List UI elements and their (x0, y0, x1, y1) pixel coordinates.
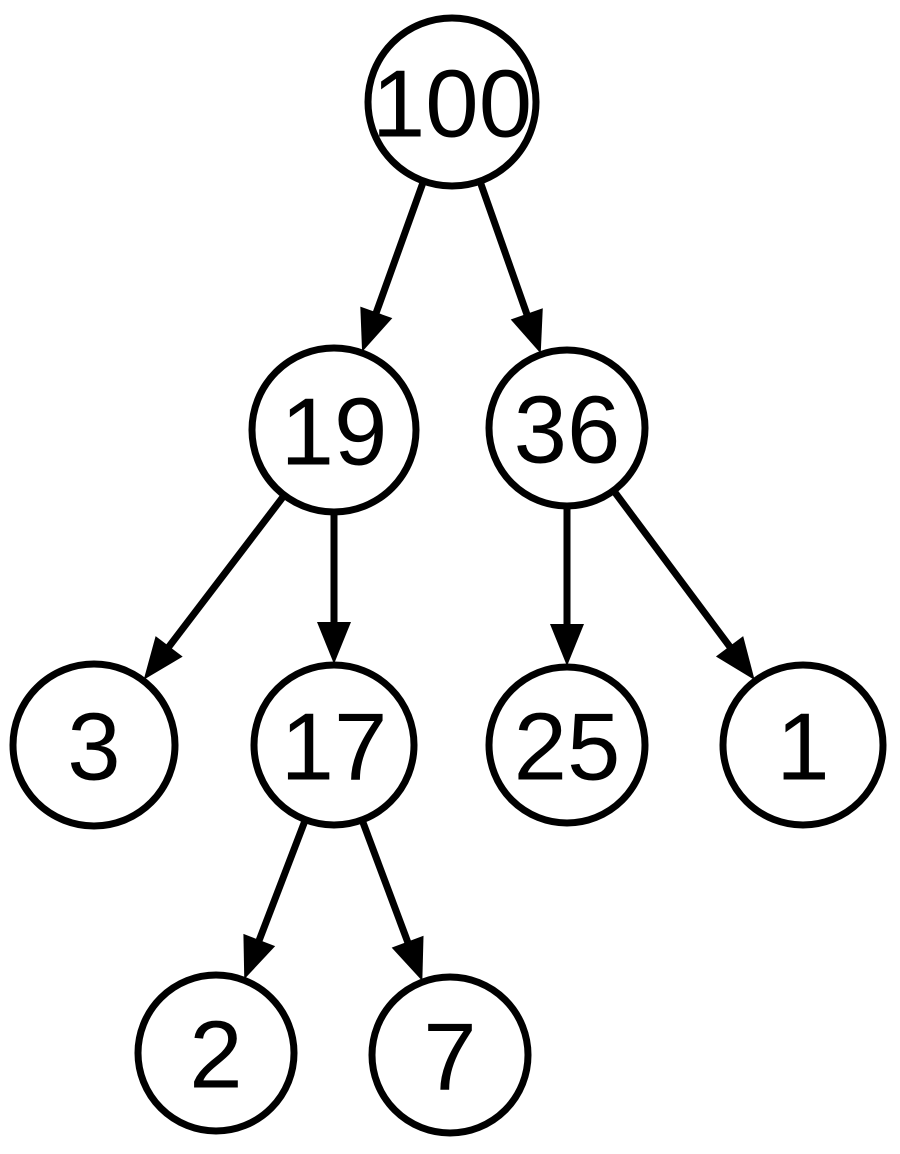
tree-edge (476, 180, 543, 354)
node-circle[interactable] (9, 660, 179, 830)
nodes-layer: 100 19 36 3 17 25 1 2 7 (9, 14, 887, 1137)
edge-line (372, 180, 427, 317)
node-circle[interactable] (364, 14, 540, 190)
node-label: 19 (281, 379, 388, 486)
edge-arrowhead-icon (243, 933, 276, 980)
node-circle[interactable] (250, 661, 418, 829)
edge-line (476, 180, 532, 318)
node-label: 100 (372, 51, 532, 158)
tree-edge (143, 493, 287, 680)
edge-arrowhead-icon (360, 306, 393, 352)
node-label: 3 (67, 694, 120, 801)
tree-node[interactable]: 36 (485, 346, 649, 510)
node-label: 36 (514, 377, 621, 484)
node-label: 1 (776, 694, 829, 801)
tree-edge (359, 819, 424, 982)
tree-edge (360, 180, 427, 352)
edge-arrowhead-icon (715, 636, 755, 681)
edge-line (254, 819, 309, 945)
tree-node[interactable]: 100 (364, 14, 540, 190)
edge-line (611, 489, 735, 651)
tree-node[interactable]: 2 (134, 971, 298, 1135)
node-label: 2 (189, 1002, 242, 1109)
node-circle[interactable] (485, 663, 649, 827)
node-circle[interactable] (368, 973, 532, 1137)
tree-node[interactable]: 3 (9, 660, 179, 830)
tree-node[interactable]: 1 (719, 661, 887, 829)
node-circle[interactable] (248, 344, 420, 516)
edges-layer (143, 180, 755, 982)
tree-node[interactable]: 17 (250, 661, 418, 829)
node-label: 7 (423, 1004, 476, 1111)
edge-arrowhead-icon (143, 636, 183, 680)
tree-edge (243, 819, 309, 980)
node-circle[interactable] (134, 971, 298, 1135)
tree-node[interactable]: 25 (485, 663, 649, 827)
edge-arrowhead-icon (317, 622, 351, 664)
tree-node[interactable]: 7 (368, 973, 532, 1137)
node-circle[interactable] (485, 346, 649, 510)
edge-line (164, 493, 287, 651)
edge-arrowhead-icon (510, 308, 543, 354)
node-circle[interactable] (719, 661, 887, 829)
tree-edge (317, 513, 351, 664)
tree-edge (611, 489, 755, 681)
node-label: 25 (514, 694, 621, 801)
edge-arrowhead-icon (550, 624, 584, 666)
edge-arrowhead-icon (391, 935, 424, 982)
tree-edge (550, 507, 584, 666)
node-label: 17 (281, 694, 388, 801)
tree-node[interactable]: 19 (248, 344, 420, 516)
edge-line (359, 819, 412, 946)
